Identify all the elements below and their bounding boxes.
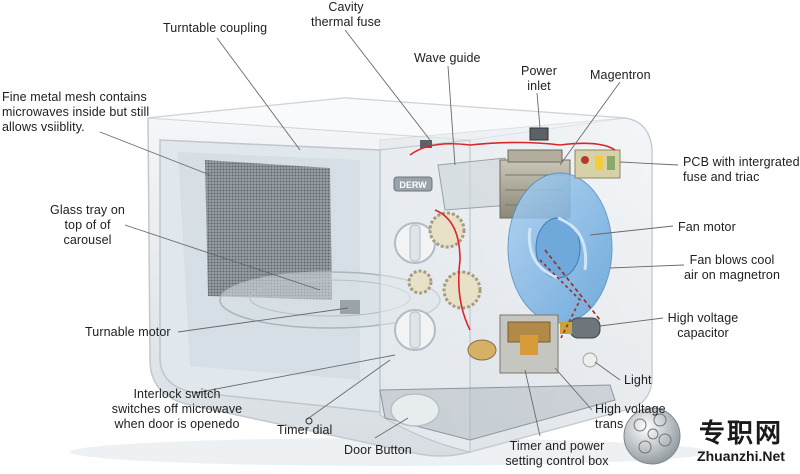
watermark-globe-icon (623, 407, 681, 465)
light-bulb (582, 352, 598, 368)
label-fan-blows: Fan blows cool air on magnetron (683, 253, 781, 282)
label-interlock-switch: Interlock switch switches off microwave … (111, 387, 243, 431)
base-plate (379, 384, 616, 441)
label-power-inlet: Power inlet (521, 64, 557, 93)
label-wave-guide: Wave guide (414, 51, 481, 65)
label-pcb: PCB with intergrated fuse and triac (683, 155, 800, 184)
timer-knob (394, 309, 436, 351)
power-knob (394, 222, 436, 264)
brand-plate-text: DERW (399, 180, 427, 190)
label-fan-motor: Fan motor (678, 220, 736, 234)
label-light: Light (624, 373, 652, 387)
label-hv-capacitor: High voltage capacitor (667, 311, 739, 340)
label-cavity-thermal-fuse: Cavity thermal fuse (311, 0, 381, 29)
leader-lines (99, 29, 685, 439)
label-magnetron: Magentron (590, 68, 651, 82)
door-button (390, 393, 440, 427)
label-door-button: Door Button (344, 443, 412, 457)
label-timer-power-box: Timer and power setting control box (505, 439, 609, 468)
label-timer-dial: Timer dial (277, 423, 333, 437)
floor-shadow (70, 438, 710, 466)
thermal-fuse (420, 140, 432, 148)
gear-upper (428, 211, 466, 249)
brand-plate (393, 176, 433, 192)
gear-small (407, 269, 433, 295)
gear-lower (442, 270, 482, 310)
power-inlet (529, 127, 549, 141)
hv-transformer (499, 314, 559, 374)
timer-dial-marker (305, 417, 313, 425)
watermark-en: Zhuanzhi.Net (697, 448, 785, 464)
wave-guide (437, 157, 511, 211)
watermark: 专职网 Zhuanzhi.Net (682, 418, 800, 464)
label-turntable-coupling: Turntable coupling (163, 21, 268, 35)
cooling-fan (507, 172, 613, 324)
wiring (409, 141, 616, 341)
hv-capacitor (560, 317, 601, 339)
pcb (574, 149, 621, 179)
metal-mesh-window (205, 160, 332, 300)
label-turntable-motor: Turnable motor (85, 325, 171, 339)
label-glass-tray: Glass tray on top of of carousel (50, 203, 125, 247)
watermark-cn: 专职网 (698, 418, 783, 448)
label-fine-metal-mesh: Fine metal mesh contains microwaves insi… (2, 90, 150, 134)
turntable-motor (340, 300, 360, 314)
coil (467, 339, 497, 361)
label-hv-transformer: High voltage trans (595, 402, 666, 431)
